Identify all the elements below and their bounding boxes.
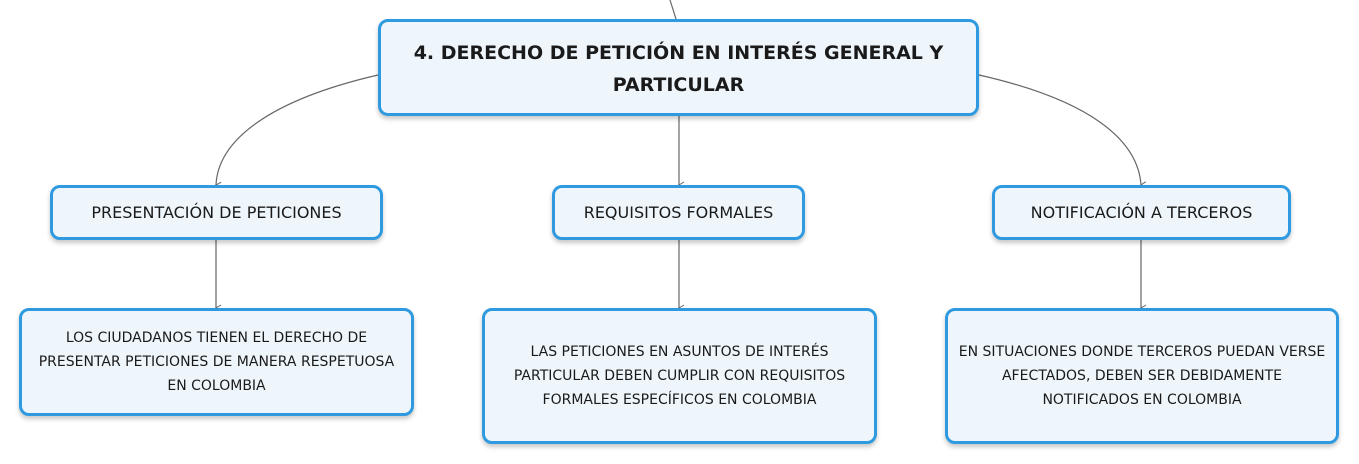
topic-label: NOTIFICACIÓN A TERCEROS: [1030, 202, 1253, 222]
topic-node-notificacion[interactable]: NOTIFICACIÓN A TERCEROS: [992, 185, 1291, 240]
root-node[interactable]: 4. DERECHO DE PETICIÓN EN INTERÉS GENERA…: [378, 19, 979, 116]
topic-label: REQUISITOS FORMALES: [583, 202, 774, 222]
topic-node-presentacion[interactable]: PRESENTACIÓN DE PETICIONES: [50, 185, 383, 240]
detail-text: LAS PETICIONES EN ASUNTOS DE INTERÉS PAR…: [513, 344, 846, 408]
connector-root-to-topic-1: [215, 74, 379, 189]
topic-label: PRESENTACIÓN DE PETICIONES: [91, 202, 342, 222]
detail-text: EN SITUACIONES DONDE TERCEROS PUEDAN VER…: [958, 344, 1326, 408]
topic-node-requisitos[interactable]: REQUISITOS FORMALES: [552, 185, 805, 240]
detail-node-notificacion[interactable]: EN SITUACIONES DONDE TERCEROS PUEDAN VER…: [945, 308, 1339, 444]
root-node-label: 4. DERECHO DE PETICIÓN EN INTERÉS GENERA…: [413, 41, 944, 96]
connector-root-to-topic-3: [978, 74, 1147, 189]
detail-text: LOS CIUDADANOS TIENEN EL DERECHO DE PRES…: [38, 330, 395, 394]
connector-parent-to-root: [669, 0, 677, 20]
detail-node-requisitos[interactable]: LAS PETICIONES EN ASUNTOS DE INTERÉS PAR…: [482, 308, 877, 444]
detail-node-presentacion[interactable]: LOS CIUDADANOS TIENEN EL DERECHO DE PRES…: [19, 308, 414, 416]
